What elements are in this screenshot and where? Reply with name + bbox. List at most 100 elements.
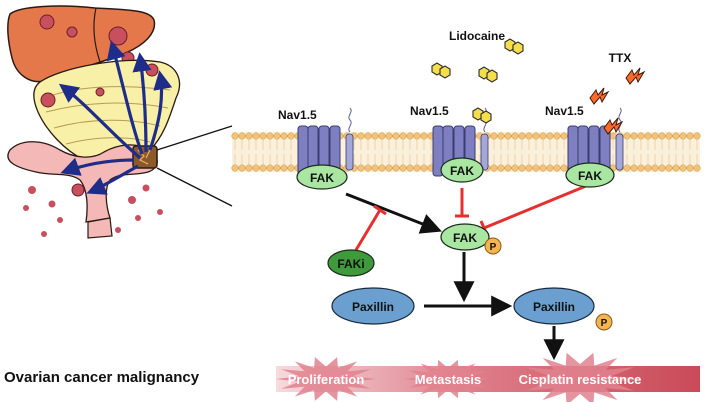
channel-1-label: Nav1.5 [278, 108, 317, 122]
fak-phospho-node: FAK P [440, 223, 502, 255]
lipid-head [679, 132, 687, 140]
lipid-head [238, 164, 246, 172]
lipid-head [644, 132, 652, 140]
lipid-head [273, 132, 281, 140]
paxillin-label: Paxillin [352, 300, 394, 314]
lipid-head [651, 132, 659, 140]
lipid-head [420, 164, 428, 172]
lipid-head [399, 164, 407, 172]
ttx-toxins [589, 67, 646, 135]
lipid-head [686, 164, 694, 172]
lipid-head [630, 132, 638, 140]
outcome-metastasis: Metastasis [415, 372, 481, 387]
lipid-head [504, 164, 512, 172]
outcome-burst [276, 357, 376, 401]
channel-segment [615, 133, 624, 171]
lipid-head [371, 164, 379, 172]
lipid-head [560, 132, 568, 140]
lipid-head [406, 132, 414, 140]
lipid-head [364, 164, 372, 172]
fak1-to-fakp-arrow [345, 192, 442, 234]
zoom-line-top [156, 125, 233, 151]
lidocaine-label: Lidocaine [449, 29, 505, 43]
lipid-head [357, 132, 365, 140]
lipid-head [231, 132, 239, 140]
lipid-head [490, 164, 498, 172]
lipid-head [609, 132, 617, 140]
lipid-head [665, 132, 673, 140]
lipid-head [637, 132, 645, 140]
lipid-head [693, 164, 701, 172]
lipid-head [644, 164, 652, 172]
lipid-head [504, 132, 512, 140]
lipid-head [497, 164, 505, 172]
lipid-head [406, 164, 414, 172]
phospho-badge-icon [484, 237, 502, 255]
lipid-head [420, 132, 428, 140]
channel-3-label: Nav1.5 [545, 104, 584, 118]
lipid-head [546, 132, 554, 140]
lipid-head [490, 132, 498, 140]
lipid-head [413, 132, 421, 140]
lipid-head [623, 132, 631, 140]
ttx-label: TTX [609, 51, 632, 65]
spread-arrows [58, 40, 173, 195]
lipid-head [532, 132, 540, 140]
fak-node-2-label: FAK [450, 164, 474, 178]
peritoneal-spread [23, 183, 163, 237]
lipid-head [287, 164, 295, 172]
lipid-head [245, 132, 253, 140]
outcome-band: Proliferation Metastasis Cisplatin resis… [276, 352, 700, 402]
channel-segment [345, 133, 354, 171]
fak-node-2: FAK [440, 157, 484, 183]
paxillin-phospho-badge: P [601, 318, 608, 329]
channel-loop [618, 107, 622, 133]
ttx-inhibition [479, 184, 587, 236]
lipid-head [266, 164, 274, 172]
lipid-head [364, 132, 372, 140]
faki-label: FAKi [337, 257, 364, 271]
channel-2-label: Nav1.5 [410, 104, 449, 118]
lipid-head [665, 164, 673, 172]
lipid-head [553, 164, 561, 172]
lipid-head [518, 164, 526, 172]
lipid-head [511, 132, 519, 140]
phospho-badge-icon [595, 313, 613, 331]
lipid-head [658, 132, 666, 140]
lipid-head [252, 132, 260, 140]
outcome-proliferation: Proliferation [288, 372, 365, 387]
lipid-head [280, 132, 288, 140]
lipid-head [511, 164, 519, 172]
lipid-head [259, 164, 267, 172]
lipid-head [392, 132, 400, 140]
lipid-head [280, 164, 288, 172]
lipid-head [252, 164, 260, 172]
nav15-channel-1 [297, 107, 354, 177]
lipid-head [623, 164, 631, 172]
lipid-head [637, 164, 645, 172]
zoom-line-bottom [156, 167, 233, 207]
lipid-head [378, 164, 386, 172]
fak-node-1-label: FAK [310, 171, 334, 185]
lipid-head [378, 132, 386, 140]
ovarian-malignancy-label: Ovarian cancer malignancy [4, 369, 200, 386]
fak-phospho-label: FAK [453, 231, 477, 245]
abdomen-illustration [7, 5, 233, 239]
outcome-burst [520, 352, 640, 402]
lipid-head [518, 132, 526, 140]
lipid-head [413, 164, 421, 172]
lipid-head [630, 164, 638, 172]
lidocaine-inhibition [455, 188, 469, 218]
fak-node-3: FAK [565, 162, 615, 188]
channel-loop [348, 107, 352, 133]
lipid-head [539, 132, 547, 140]
paxillin-node: Paxillin [331, 287, 415, 325]
lipid-head [399, 132, 407, 140]
lipid-head [546, 164, 554, 172]
faki-inhibition [354, 204, 387, 251]
pathway-arrows [345, 184, 587, 361]
paxillin-phospho-label: Paxillin [533, 300, 575, 314]
lipid-head [385, 132, 393, 140]
lipid-head [245, 164, 253, 172]
